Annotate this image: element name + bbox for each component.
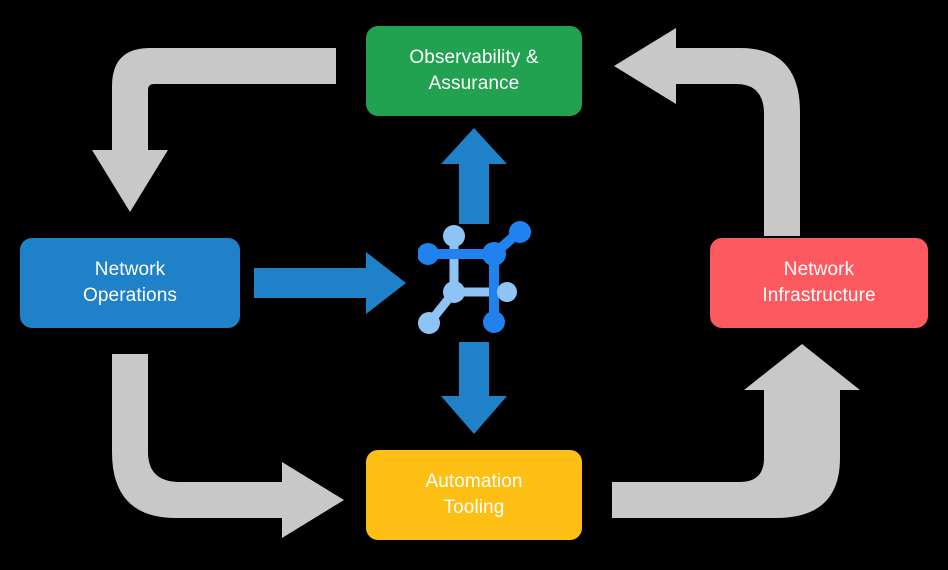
flow-arrow-automation-tooling-to-network-infrastructure bbox=[612, 344, 860, 518]
node-automation-tooling-label: Automation Tooling bbox=[425, 470, 523, 518]
node-observability-assurance[interactable]: Observability & Assurance bbox=[366, 26, 582, 116]
flow-arrow-network-infrastructure-to-observability bbox=[614, 28, 800, 236]
node-observability-assurance-label: Observability & Assurance bbox=[409, 46, 539, 94]
node-automation-tooling[interactable]: Automation Tooling bbox=[366, 450, 582, 540]
node-network-infrastructure[interactable]: Network Infrastructure bbox=[710, 238, 928, 328]
node-network-infrastructure-label: Network Infrastructure bbox=[762, 258, 876, 306]
node-network-operations[interactable]: Network Operations bbox=[20, 238, 240, 328]
network-topology-icon-svg bbox=[417, 221, 531, 334]
center-arrow-network-operations-to-center bbox=[254, 252, 406, 314]
center-arrow-center-to-observability bbox=[441, 128, 507, 224]
topology-nodes-secondary bbox=[418, 225, 517, 334]
topology-nodes-primary bbox=[417, 221, 531, 333]
flow-arrow-network-operations-to-automation-tooling bbox=[112, 354, 344, 538]
network-topology-icon bbox=[417, 220, 532, 336]
node-network-operations-label: Network Operations bbox=[83, 258, 177, 306]
flow-arrow-observability-to-network-operations bbox=[92, 48, 336, 212]
center-arrow-center-to-automation-tooling bbox=[441, 342, 507, 434]
